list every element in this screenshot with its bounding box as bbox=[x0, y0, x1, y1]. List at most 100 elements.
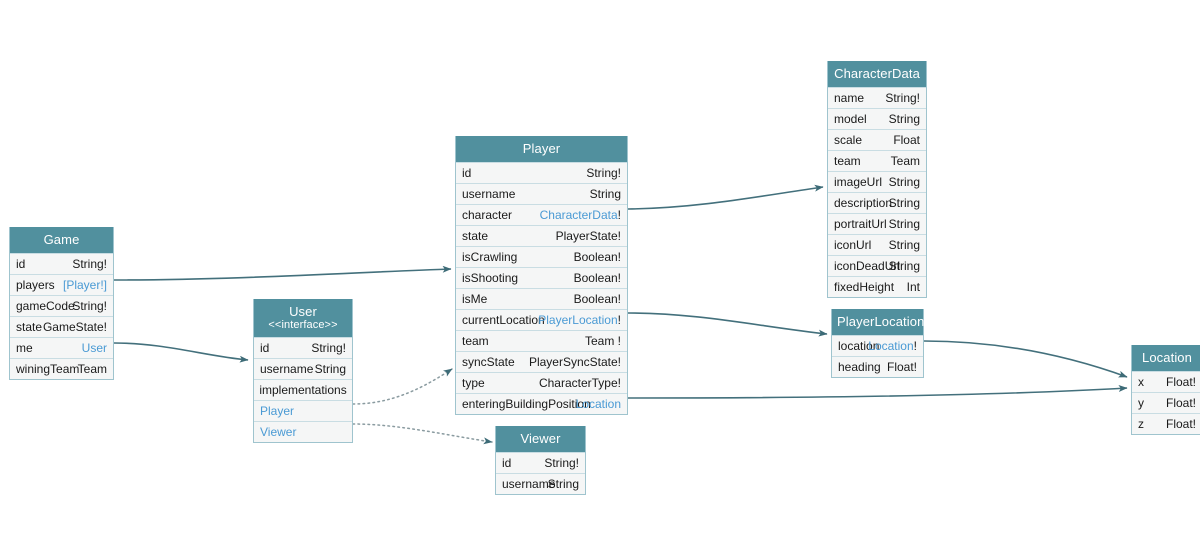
field-playerlocation-location[interactable]: location Location! bbox=[832, 335, 923, 356]
field-player-username[interactable]: username String bbox=[456, 183, 627, 204]
field-type: Float! bbox=[886, 360, 917, 374]
edge-player-currentlocation-playerlocation bbox=[627, 312, 828, 337]
entity-location[interactable]: Location x Float! y Float! z Float! bbox=[1131, 345, 1200, 435]
field-player-enteringBuildingPosition[interactable]: enteringBuildingPosition Location bbox=[456, 393, 627, 414]
field-user-username[interactable]: username String bbox=[254, 358, 352, 379]
field-viewer-id[interactable]: id String! bbox=[496, 452, 585, 473]
field-game-state[interactable]: state GameState! bbox=[10, 316, 113, 337]
field-type: Int bbox=[906, 280, 920, 294]
impl-user-player[interactable]: Player bbox=[254, 400, 352, 421]
field-name: z bbox=[1138, 417, 1144, 431]
field-player-isMe[interactable]: isMe Boolean! bbox=[456, 288, 627, 309]
field-characterdata-iconDeadUrl[interactable]: iconDeadUrl String bbox=[828, 255, 926, 276]
field-characterdata-iconUrl[interactable]: iconUrl String bbox=[828, 234, 926, 255]
field-player-character[interactable]: character CharacterData! bbox=[456, 204, 627, 225]
field-type: String! bbox=[311, 341, 346, 355]
field-name: players bbox=[16, 278, 55, 292]
edge-game-me-user bbox=[113, 342, 249, 363]
field-name: gameCode bbox=[16, 299, 75, 313]
field-characterdata-name[interactable]: name String! bbox=[828, 87, 926, 108]
impl-user-viewer[interactable]: Viewer bbox=[254, 421, 352, 442]
edge-user-impl-viewer bbox=[352, 423, 493, 445]
entity-characterdata-title: CharacterData bbox=[834, 66, 920, 81]
field-type: Float! bbox=[1165, 417, 1196, 431]
field-name: type bbox=[462, 376, 485, 390]
field-name: portraitUrl bbox=[834, 217, 887, 231]
edge-player-character-characterdata bbox=[627, 184, 824, 210]
entity-user-header: User <<interface>> bbox=[254, 299, 352, 337]
field-characterdata-description[interactable]: description String bbox=[828, 192, 926, 213]
field-name: scale bbox=[834, 133, 863, 147]
field-type: String bbox=[547, 477, 579, 491]
field-name: x bbox=[1138, 375, 1144, 389]
field-type: Boolean! bbox=[573, 292, 621, 306]
field-player-isShooting[interactable]: isShooting Boolean! bbox=[456, 267, 627, 288]
field-type: String bbox=[888, 112, 920, 126]
entity-game[interactable]: Game id String! players [Player!] gameCo… bbox=[9, 227, 114, 380]
field-name: fixedHeight bbox=[834, 280, 895, 294]
entity-playerlocation[interactable]: PlayerLocation location Location! headin… bbox=[831, 309, 924, 378]
field-player-isCrawling[interactable]: isCrawling Boolean! bbox=[456, 246, 627, 267]
entity-viewer[interactable]: Viewer id String! username String bbox=[495, 426, 586, 495]
field-game-gameCode[interactable]: gameCode String! bbox=[10, 295, 113, 316]
field-characterdata-team[interactable]: team Team bbox=[828, 150, 926, 171]
entity-playerlocation-header: PlayerLocation bbox=[832, 309, 924, 335]
field-location-x[interactable]: x Float! bbox=[1132, 371, 1200, 392]
field-player-state[interactable]: state PlayerState! bbox=[456, 225, 627, 246]
field-type: String bbox=[589, 187, 621, 201]
field-player-team[interactable]: team Team ! bbox=[456, 330, 627, 351]
field-game-me[interactable]: me User bbox=[10, 337, 113, 358]
section-label: implementations bbox=[259, 383, 347, 397]
edge-player-enteringbuildingposition-location bbox=[627, 384, 1128, 399]
field-name: isMe bbox=[462, 292, 488, 306]
field-player-syncState[interactable]: syncState PlayerSyncState! bbox=[456, 351, 627, 372]
field-characterdata-fixedHeight[interactable]: fixedHeight Int bbox=[828, 276, 926, 297]
field-type: Location bbox=[575, 397, 621, 411]
field-type: User bbox=[81, 341, 107, 355]
field-type: Team bbox=[77, 362, 107, 376]
field-player-type[interactable]: type CharacterType! bbox=[456, 372, 627, 393]
field-characterdata-model[interactable]: model String bbox=[828, 108, 926, 129]
field-location-z[interactable]: z Float! bbox=[1132, 413, 1200, 434]
field-game-winingTeam[interactable]: winingTeam Team bbox=[10, 358, 113, 379]
field-name: model bbox=[834, 112, 867, 126]
field-name: id bbox=[462, 166, 472, 180]
field-name: id bbox=[260, 341, 270, 355]
field-player-id[interactable]: id String! bbox=[456, 162, 627, 183]
entity-characterdata-header: CharacterData bbox=[828, 61, 926, 87]
field-name: username bbox=[260, 362, 314, 376]
edge-playerlocation-location-location bbox=[923, 340, 1128, 378]
field-type: String! bbox=[885, 91, 920, 105]
field-characterdata-imageUrl[interactable]: imageUrl String bbox=[828, 171, 926, 192]
entity-characterdata[interactable]: CharacterData name String! model String … bbox=[827, 61, 927, 298]
field-name: team bbox=[462, 334, 489, 348]
entity-player[interactable]: Player id String! username String charac… bbox=[455, 136, 628, 415]
field-player-currentLocation[interactable]: currentLocation PlayerLocation! bbox=[456, 309, 627, 330]
field-game-id[interactable]: id String! bbox=[10, 253, 113, 274]
field-type: Location! bbox=[868, 339, 917, 353]
field-name: isCrawling bbox=[462, 250, 518, 264]
field-name: currentLocation bbox=[462, 313, 545, 327]
field-type: String bbox=[888, 238, 920, 252]
entity-user[interactable]: User <<interface>> id String! username S… bbox=[253, 299, 353, 443]
field-name: name bbox=[834, 91, 865, 105]
field-playerlocation-heading[interactable]: heading Float! bbox=[832, 356, 923, 377]
field-type: PlayerSyncState! bbox=[528, 355, 621, 369]
entity-game-header: Game bbox=[10, 227, 113, 253]
field-characterdata-portraitUrl[interactable]: portraitUrl String bbox=[828, 213, 926, 234]
field-type: Boolean! bbox=[573, 250, 621, 264]
field-name: username bbox=[502, 477, 556, 491]
edge-user-impl-player bbox=[352, 368, 453, 405]
field-type: Float! bbox=[1165, 396, 1196, 410]
field-type: String bbox=[888, 196, 920, 210]
field-name: winingTeam bbox=[16, 362, 80, 376]
field-viewer-username[interactable]: username String bbox=[496, 473, 585, 494]
field-name: iconDeadUrl bbox=[834, 259, 901, 273]
field-characterdata-scale[interactable]: scale Float bbox=[828, 129, 926, 150]
field-location-y[interactable]: y Float! bbox=[1132, 392, 1200, 413]
field-type: PlayerLocation! bbox=[538, 313, 621, 327]
entity-user-title: User bbox=[289, 304, 317, 319]
field-game-players[interactable]: players [Player!] bbox=[10, 274, 113, 295]
field-type: Float bbox=[893, 133, 920, 147]
field-user-id[interactable]: id String! bbox=[254, 337, 352, 358]
